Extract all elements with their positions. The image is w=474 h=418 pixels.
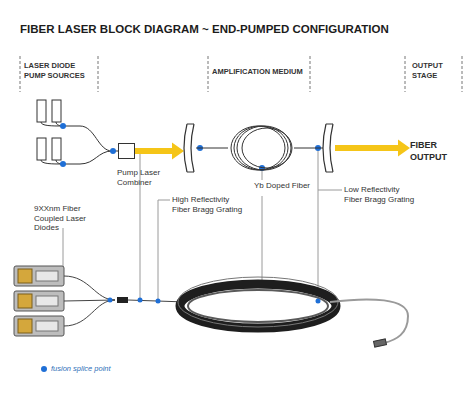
yb-fiber-coil: Yb Doped Fiber — [228, 122, 294, 174]
component-label: Yb Doped Fiber — [254, 181, 316, 191]
yb-fiber-coil-outline — [228, 122, 294, 174]
fiber-coil-photo — [178, 277, 338, 328]
section-label: AMPLIFICATION MEDIUM — [212, 67, 308, 77]
legend-swatch — [41, 366, 47, 372]
photo-fibers — [64, 276, 186, 326]
fiber-output: FIBER OUTPUT — [410, 140, 466, 170]
fiber-link — [294, 148, 323, 149]
arrow-head — [172, 143, 184, 160]
arrow-head — [398, 140, 410, 157]
lr-fbg-mirror: Low Reflectivity Fiber Bragg Grating — [323, 124, 335, 172]
component-label: Low Reflectivity Fiber Bragg Grating — [344, 185, 418, 204]
pump-beam-arrow — [135, 143, 184, 160]
legend-text: fusion splice point — [51, 364, 111, 373]
diode-module-photo — [14, 266, 64, 336]
section-markers — [20, 56, 462, 92]
pump-beam-arrow — [335, 140, 410, 157]
component-label: High Reflectivity Fiber Bragg Grating — [172, 195, 248, 214]
lr-fbg-mirror-outline — [323, 124, 335, 172]
component-label: 9XXnm Fiber Coupled Laser Diodes — [34, 204, 108, 233]
combiner-box: Pump Laser Combiner — [118, 143, 135, 159]
connector-line — [135, 148, 172, 154]
output-label: FIBER OUTPUT — [410, 140, 466, 163]
connector-line — [335, 145, 398, 151]
laser-diode-symbols — [37, 100, 61, 160]
diagram-title: FIBER LASER BLOCK DIAGRAM ~ END-PUMPED C… — [20, 23, 389, 35]
component-label: Pump Laser Combiner — [117, 168, 167, 187]
output-fiber-photo — [330, 299, 408, 347]
section-label: LASER DIODE PUMP SOURCES — [24, 61, 96, 81]
fusion-splice-dots — [60, 123, 321, 304]
connector-line — [196, 148, 228, 149]
hr-fbg-mirror: High Reflectivity Fiber Bragg Grating — [184, 124, 196, 172]
section-label: OUTPUT STAGE — [412, 61, 460, 81]
combiner-photo — [117, 297, 128, 303]
pump-fibers — [41, 122, 118, 164]
leader-lines — [63, 148, 342, 300]
hr-fbg-mirror-outline — [184, 124, 196, 172]
connector-line — [294, 148, 323, 149]
fiber-link — [196, 148, 228, 149]
